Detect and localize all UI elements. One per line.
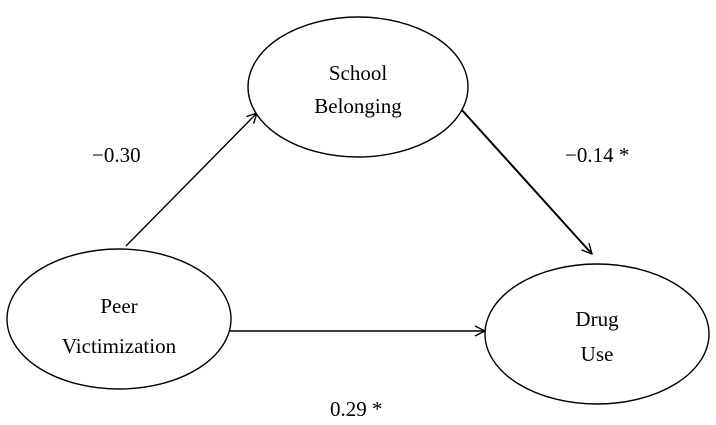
node-school-belonging-label-line2: Belonging <box>314 94 402 118</box>
node-drug-use-label-line1: Drug <box>575 307 619 331</box>
node-drug-use-ellipse <box>484 263 710 405</box>
edge-victimization-to-belonging <box>125 113 257 247</box>
node-school-belonging-label-line1: School <box>329 61 388 85</box>
node-drug-use: Drug Use <box>484 263 710 405</box>
node-school-belonging: School Belonging <box>247 16 469 158</box>
node-peer-victimization-label-line1: Peer <box>100 294 137 318</box>
coefficient-belonging-to-drug-use: −0.14 * <box>565 143 629 167</box>
edge-belonging-to-drug-use <box>460 108 592 254</box>
node-peer-victimization-label-line2: Victimization <box>62 334 177 358</box>
node-peer-victimization: Peer Victimization <box>6 248 232 390</box>
coefficient-victimization-to-belonging: −0.30 <box>92 143 141 167</box>
node-peer-victimization-ellipse <box>6 248 232 390</box>
node-school-belonging-ellipse <box>247 16 469 158</box>
coefficient-victimization-to-drug-use: 0.29 * <box>330 397 383 421</box>
node-drug-use-label-line2: Use <box>581 342 614 366</box>
